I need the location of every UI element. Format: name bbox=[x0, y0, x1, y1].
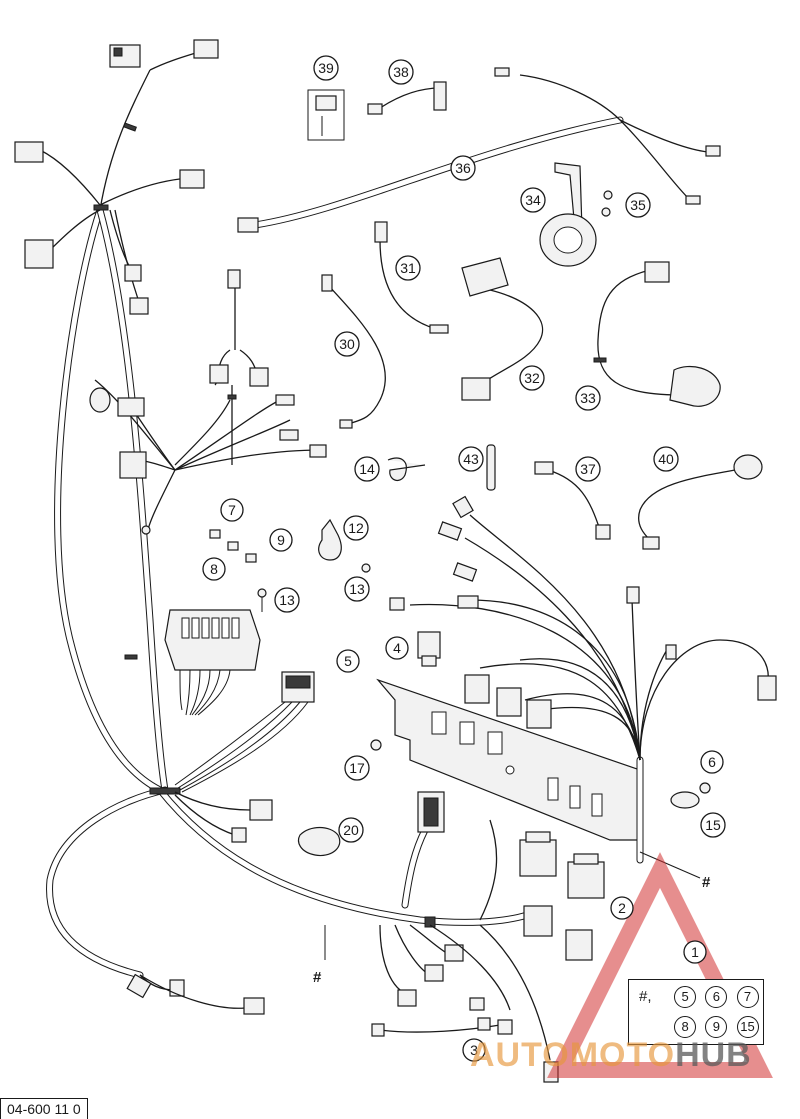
callout-34: 34 bbox=[520, 187, 546, 213]
svg-text:30: 30 bbox=[339, 336, 355, 352]
callout-12: 12 bbox=[343, 515, 369, 541]
legend-prefix: #, bbox=[639, 988, 652, 1005]
callout-14: 14 bbox=[354, 456, 380, 482]
sensor-37 bbox=[534, 461, 611, 540]
svg-text:3: 3 bbox=[470, 1042, 478, 1058]
svg-text:7: 7 bbox=[228, 502, 236, 518]
callout-36: 36 bbox=[450, 155, 476, 181]
svg-text:36: 36 bbox=[455, 160, 471, 176]
watermark-part2: HUB bbox=[675, 1036, 752, 1074]
wire-31 bbox=[374, 221, 449, 334]
legend-item: 6 bbox=[705, 986, 728, 1008]
clamp bbox=[670, 782, 711, 809]
callout-15: 15 bbox=[700, 812, 726, 838]
switch-33 bbox=[593, 261, 721, 407]
callout-13b: 13 bbox=[274, 587, 300, 613]
callout-20: 20 bbox=[338, 817, 364, 843]
svg-text:35: 35 bbox=[630, 197, 646, 213]
svg-text:40: 40 bbox=[658, 451, 674, 467]
legend-box: #, 5 6 7 8 9 15 bbox=[628, 979, 764, 1045]
callout-37: 37 bbox=[575, 456, 601, 482]
callout-5: 5 bbox=[336, 649, 360, 673]
hash-label-right: # bbox=[702, 874, 711, 891]
svg-text:14: 14 bbox=[359, 461, 375, 477]
legend-row-1: #, 5 6 7 bbox=[629, 986, 763, 1008]
callout-31: 31 bbox=[395, 255, 421, 281]
svg-text:43: 43 bbox=[463, 451, 479, 467]
callout-40: 40 bbox=[653, 446, 679, 472]
callout-39: 39 bbox=[313, 55, 339, 81]
callout-4: 4 bbox=[385, 636, 409, 660]
sensor-38 bbox=[367, 81, 447, 115]
svg-text:38: 38 bbox=[393, 64, 409, 80]
svg-text:34: 34 bbox=[525, 192, 541, 208]
callout-43: 43 bbox=[458, 446, 484, 472]
callout-7: 7 bbox=[220, 498, 244, 522]
callout-6: 6 bbox=[700, 750, 724, 774]
watermark-logo bbox=[547, 852, 773, 1078]
legend-row-2: 8 9 15 bbox=[629, 1016, 763, 1038]
svg-text:39: 39 bbox=[318, 60, 334, 76]
svg-text:37: 37 bbox=[580, 461, 596, 477]
svg-text:32: 32 bbox=[524, 370, 540, 386]
svg-text:17: 17 bbox=[349, 760, 365, 776]
relay-small bbox=[417, 631, 441, 667]
callout-33: 33 bbox=[575, 385, 601, 411]
legend-item: 7 bbox=[736, 986, 759, 1008]
right-harness bbox=[389, 495, 777, 864]
svg-text:9: 9 bbox=[277, 532, 285, 548]
svg-text:15: 15 bbox=[705, 817, 721, 833]
svg-text:4: 4 bbox=[393, 640, 401, 656]
relays bbox=[519, 831, 605, 961]
fuse-box bbox=[164, 529, 267, 716]
callout-9: 9 bbox=[269, 528, 293, 552]
callout-3: 3 bbox=[462, 1038, 486, 1062]
horn bbox=[539, 162, 613, 267]
legend-item: 15 bbox=[736, 1016, 759, 1038]
svg-text:13: 13 bbox=[349, 581, 365, 597]
watermark-text: AUTOMOTOHUB bbox=[470, 1030, 800, 1080]
cable-ties bbox=[387, 444, 496, 491]
svg-text:5: 5 bbox=[344, 653, 352, 669]
harness-clips bbox=[93, 122, 436, 928]
hash-label-bottom: # bbox=[313, 969, 322, 986]
callout-30: 30 bbox=[334, 331, 360, 357]
callout-38: 38 bbox=[388, 59, 414, 85]
svg-text:33: 33 bbox=[580, 390, 596, 406]
callout-13a: 13 bbox=[344, 576, 370, 602]
wire-30 bbox=[321, 274, 386, 429]
small-hardware bbox=[297, 518, 382, 857]
switch-32 bbox=[461, 257, 544, 401]
watermark-part1: AUTOMOTO bbox=[470, 1036, 676, 1074]
connector-lower-center bbox=[174, 671, 315, 843]
callout-35: 35 bbox=[625, 192, 651, 218]
switch-39 bbox=[307, 89, 345, 141]
drawing-number: 04-600 11 0 bbox=[0, 1098, 88, 1119]
leader-lines bbox=[324, 851, 701, 960]
callout-2: 2 bbox=[610, 896, 634, 920]
mounting-plate bbox=[376, 678, 641, 841]
callout-32: 32 bbox=[519, 365, 545, 391]
svg-text:1: 1 bbox=[691, 944, 699, 960]
connectors-upper-left bbox=[14, 39, 219, 535]
svg-text:6: 6 bbox=[708, 754, 716, 770]
svg-text:13: 13 bbox=[279, 592, 295, 608]
callout-1: 1 bbox=[683, 940, 707, 964]
callout-17: 17 bbox=[344, 755, 370, 781]
legend-item: 5 bbox=[674, 986, 697, 1008]
hash-labels: # # bbox=[313, 874, 711, 986]
wire-36 bbox=[237, 67, 721, 233]
svg-text:20: 20 bbox=[343, 822, 359, 838]
callouts: 1 2 3 4 5 6 7 8 9 12 13 13 14 15 17 20 3… bbox=[202, 55, 726, 1062]
callout-8: 8 bbox=[202, 557, 226, 581]
connectors-center bbox=[209, 269, 327, 465]
svg-text:31: 31 bbox=[400, 260, 416, 276]
svg-text:8: 8 bbox=[210, 561, 218, 577]
sensor-40 bbox=[638, 454, 763, 550]
svg-text:2: 2 bbox=[618, 900, 626, 916]
svg-text:12: 12 bbox=[348, 520, 364, 536]
connectors-bottom-left bbox=[126, 973, 265, 1015]
